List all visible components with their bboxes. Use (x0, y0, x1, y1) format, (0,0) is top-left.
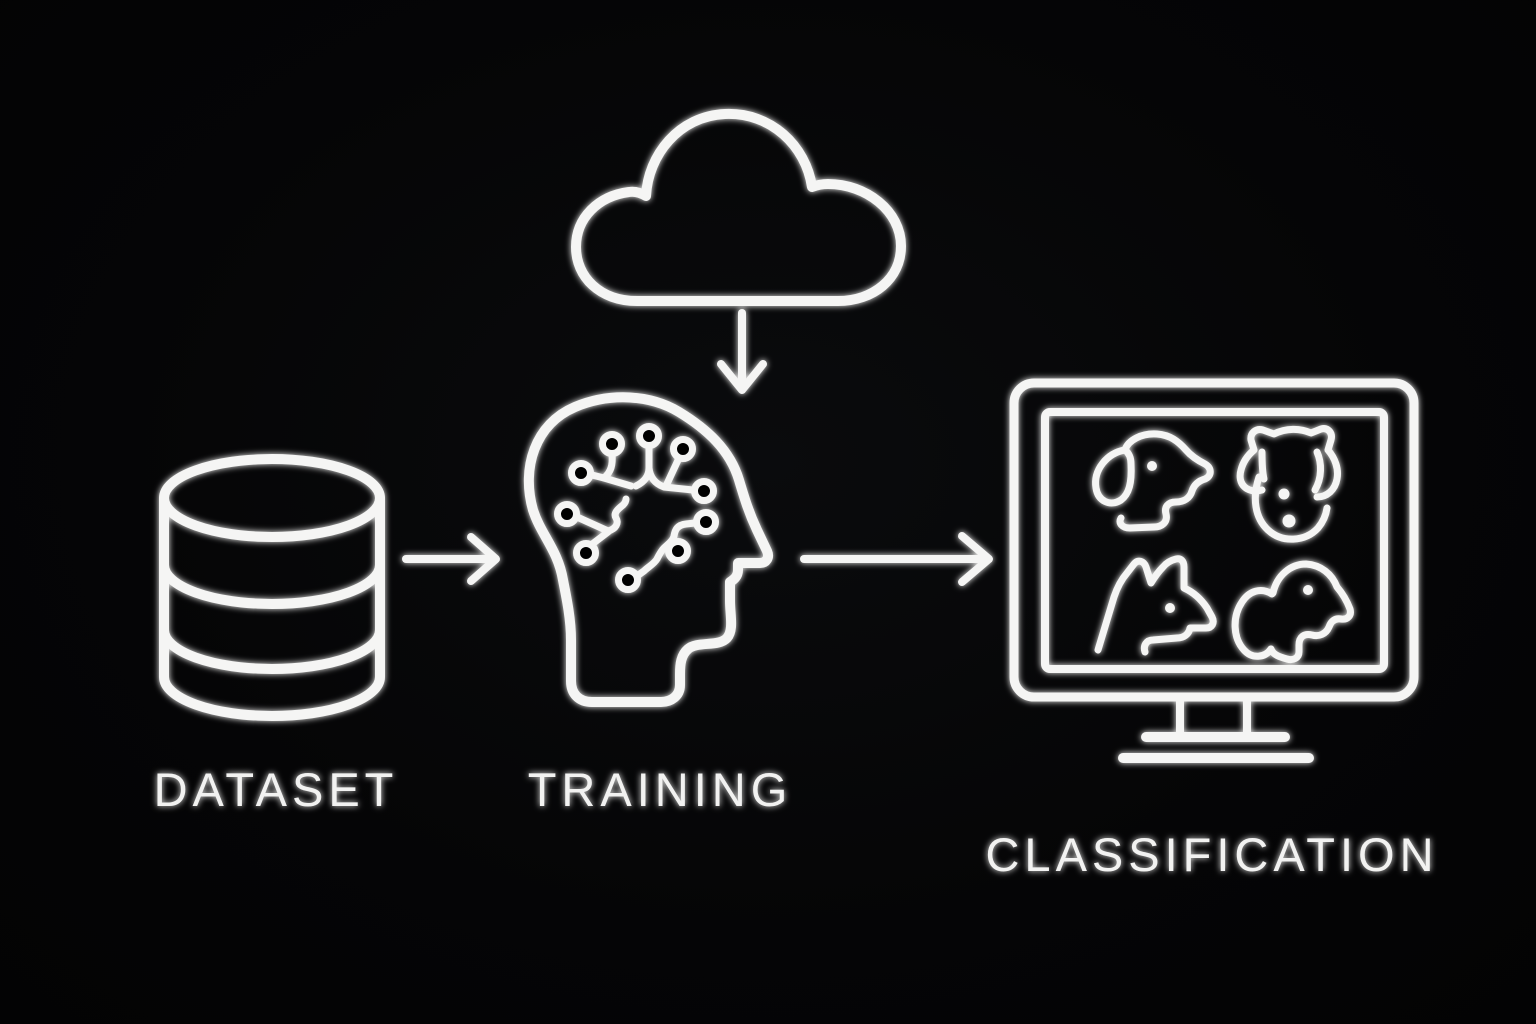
dog-head-pointed-ears-icon (1094, 555, 1217, 656)
arrow-right-icon (402, 533, 500, 585)
dataset-label: DATASET (154, 763, 399, 816)
classification-label: CLASSIFICATION (985, 828, 1438, 881)
training-label: TRAINING (528, 763, 793, 816)
dog-face-front-icon (1236, 425, 1341, 543)
head-profile-outline (523, 392, 773, 707)
monitor-icon (1009, 378, 1419, 763)
cloud-icon (571, 108, 906, 306)
head-neural-network-icon (523, 392, 773, 707)
neural-network (554, 423, 719, 593)
dog-head-floppy-ear-icon (1092, 430, 1214, 532)
database-icon (159, 454, 385, 721)
dog-head-droopy-ear-icon (1231, 560, 1354, 664)
arrow-down-icon (717, 309, 767, 394)
arrow-right-icon (800, 532, 993, 586)
